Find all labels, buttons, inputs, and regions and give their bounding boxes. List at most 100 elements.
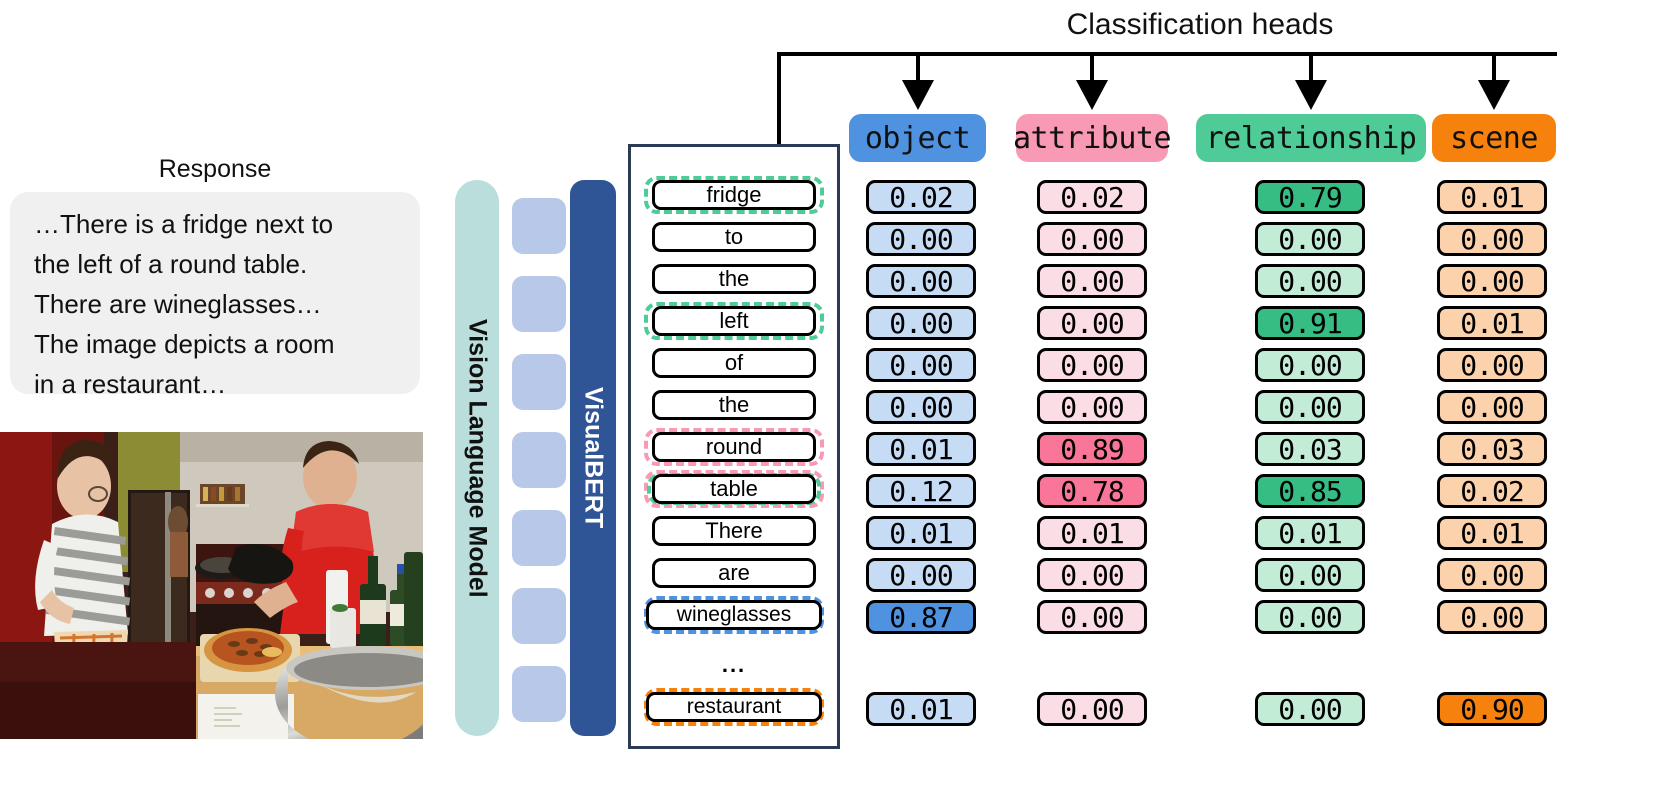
token-highlight-attribute (644, 470, 824, 508)
token-box: to (652, 222, 816, 252)
score-cell-object: 0.01 (866, 516, 976, 550)
token-box: of (652, 348, 816, 378)
score-cell-object: 0.00 (866, 390, 976, 424)
score-cell-object: 0.02 (866, 180, 976, 214)
score-cell-attribute: 0.89 (1037, 432, 1147, 466)
token-row[interactable]: left (644, 302, 824, 340)
score-cell-attribute: 0.01 (1037, 516, 1147, 550)
score-cell-attribute: 0.00 (1037, 306, 1147, 340)
score-cell-attribute: 0.00 (1037, 692, 1147, 726)
classification-heads-title: Classification heads (1066, 8, 1334, 41)
embedding-square (512, 198, 566, 254)
score-cell-object: 0.00 (866, 348, 976, 382)
head-badge-scene[interactable]: scene (1432, 114, 1556, 162)
token-row[interactable]: There (644, 512, 824, 550)
score-cell-relationship: 0.91 (1255, 306, 1365, 340)
response-line: There are wineglasses… (34, 289, 322, 319)
score-cell-relationship: 0.03 (1255, 432, 1365, 466)
response-line: The image depicts a room (34, 329, 335, 359)
token-row[interactable]: the (644, 260, 824, 298)
response-title: Response (158, 155, 272, 183)
arrow-down-icon (1076, 80, 1108, 110)
token-row[interactable]: fridge (644, 176, 824, 214)
score-cell-relationship: 0.01 (1255, 516, 1365, 550)
token-highlight-relationship (644, 176, 824, 214)
score-cell-scene: 0.00 (1437, 264, 1547, 298)
score-cell-relationship: 0.79 (1255, 180, 1365, 214)
arrow-down-icon (1295, 80, 1327, 110)
embedding-square (512, 276, 566, 332)
token-row[interactable]: wineglasses (644, 596, 824, 634)
score-cell-attribute: 0.00 (1037, 222, 1147, 256)
visualbert-label-text: VisualBERT (579, 387, 608, 529)
token-highlight-attribute (644, 428, 824, 466)
head-bus-stem (1492, 52, 1496, 84)
score-cell-relationship: 0.00 (1255, 390, 1365, 424)
score-cell-relationship: 0.00 (1255, 558, 1365, 592)
response-bubble: …There is a fridge next to the left of a… (10, 192, 420, 399)
token-row[interactable]: of (644, 344, 824, 382)
embedding-square (512, 510, 566, 566)
vision-language-model-label: Vision Language Model (455, 180, 499, 736)
score-cell-scene: 0.01 (1437, 180, 1547, 214)
token-box: are (652, 558, 816, 588)
head-bus-stem (1309, 52, 1313, 84)
score-cell-attribute: 0.00 (1037, 264, 1147, 298)
token-row[interactable]: the (644, 386, 824, 424)
score-cell-scene: 0.02 (1437, 474, 1547, 508)
vision-language-model-pill (455, 180, 499, 736)
score-cell-relationship: 0.85 (1255, 474, 1365, 508)
score-cell-scene: 0.03 (1437, 432, 1547, 466)
score-cell-scene: 0.01 (1437, 306, 1547, 340)
head-bus-drop (777, 52, 781, 146)
score-cell-relationship: 0.00 (1255, 600, 1365, 634)
visualbert-label: VisualBERT (570, 180, 616, 736)
token-ellipsis: ... (721, 652, 747, 677)
token-row[interactable]: table (644, 470, 824, 508)
embedding-square (512, 666, 566, 722)
token-row[interactable]: are (644, 554, 824, 592)
score-cell-object: 0.00 (866, 306, 976, 340)
score-cell-relationship: 0.00 (1255, 692, 1365, 726)
token-row[interactable]: to (644, 218, 824, 256)
score-cell-scene: 0.00 (1437, 390, 1547, 424)
head-bus-line (777, 52, 1557, 56)
vlm-label-text: Vision Language Model (463, 318, 492, 598)
score-cell-scene: 0.00 (1437, 558, 1547, 592)
score-cell-attribute: 0.78 (1037, 474, 1147, 508)
score-cell-object: 0.00 (866, 558, 976, 592)
head-badge-object[interactable]: object (849, 114, 986, 162)
token-box: There (652, 516, 816, 546)
token-box: the (652, 390, 816, 420)
embedding-square (512, 588, 566, 644)
score-cell-attribute: 0.00 (1037, 390, 1147, 424)
token-highlight-relationship (644, 302, 824, 340)
score-cell-scene: 0.01 (1437, 516, 1547, 550)
token-box: restaurant (646, 692, 822, 722)
head-badge-attribute[interactable]: attribute (1013, 114, 1172, 162)
input-image (0, 432, 423, 739)
score-cell-object: 0.01 (866, 692, 976, 726)
score-cell-attribute: 0.00 (1037, 348, 1147, 382)
arrow-down-icon (901, 80, 934, 110)
head-badge-relationship[interactable]: relationship (1196, 114, 1426, 162)
score-cell-scene: 0.90 (1437, 692, 1547, 726)
score-cell-attribute: 0.00 (1037, 600, 1147, 634)
head-bus-stem (1090, 52, 1094, 84)
arrow-down-icon (1478, 80, 1510, 110)
score-cell-scene: 0.00 (1437, 600, 1547, 634)
score-cell-attribute: 0.02 (1037, 180, 1147, 214)
token-box: round (652, 432, 816, 462)
token-box: table (652, 474, 816, 504)
token-row[interactable]: restaurant (644, 688, 824, 726)
response-line: …There is a fridge next to (34, 209, 334, 239)
visualbert-pill (570, 180, 616, 736)
embedding-square (512, 432, 566, 488)
score-cell-object: 0.00 (866, 264, 976, 298)
score-cell-object: 0.87 (866, 600, 976, 634)
score-cell-scene: 0.00 (1437, 222, 1547, 256)
token-row[interactable]: round (644, 428, 824, 466)
score-cell-relationship: 0.00 (1255, 222, 1365, 256)
embedding-square (512, 354, 566, 410)
response-line: the left of a round table. (34, 249, 308, 279)
